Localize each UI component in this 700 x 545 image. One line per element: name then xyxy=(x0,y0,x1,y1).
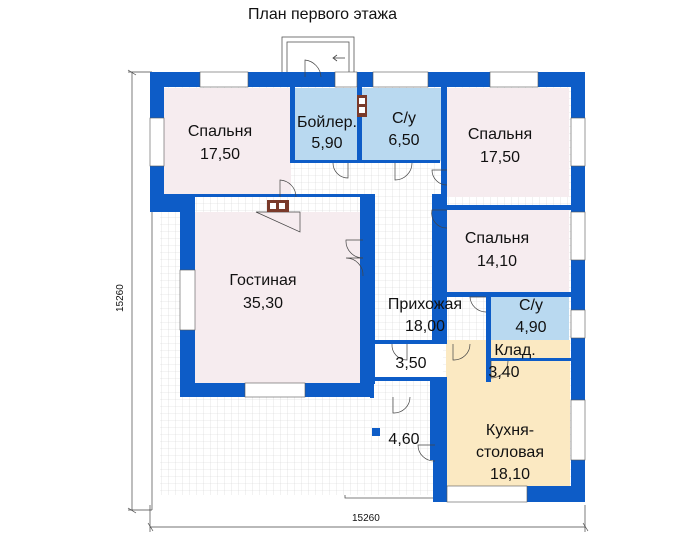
room-area: 14,10 xyxy=(476,253,518,270)
dimension-bottom: 15260 xyxy=(352,513,380,524)
windows xyxy=(149,71,586,503)
room-name: Клад. xyxy=(494,342,536,359)
room-area: 4,60 xyxy=(388,431,420,448)
room-name: Гостиная xyxy=(229,272,297,289)
room-name: Спальня xyxy=(187,123,253,140)
room-area: 3,50 xyxy=(395,355,427,372)
room-area: 3,40 xyxy=(488,364,520,381)
chimney-icons xyxy=(267,95,367,212)
porch-arrow xyxy=(332,54,345,62)
room-area: 18,00 xyxy=(404,318,446,335)
room-area: 17,50 xyxy=(199,146,241,163)
doors xyxy=(255,59,509,462)
plan-title: План первого этажа xyxy=(248,6,397,23)
room-area: 6,50 xyxy=(388,132,420,149)
room-name: Спальня xyxy=(464,230,530,247)
room-floors xyxy=(160,85,585,495)
room-area: 5,90 xyxy=(311,135,343,152)
room-area: 17,50 xyxy=(479,149,521,166)
room-name: Спальня xyxy=(467,126,533,143)
room-name: Прихожая xyxy=(387,296,463,313)
room-name: С/у xyxy=(392,110,416,127)
room-area: 4,90 xyxy=(515,319,547,336)
room-area: 18,10 xyxy=(489,466,531,483)
room-name-line2: столовая xyxy=(476,444,544,461)
dimension-lines xyxy=(127,69,589,532)
room-area: 35,30 xyxy=(242,295,284,312)
room-name: Бойлер. xyxy=(297,114,357,131)
room-name: С/у xyxy=(519,297,543,314)
dimension-left: 15260 xyxy=(115,284,126,312)
room-name: Кухня- xyxy=(485,422,535,439)
